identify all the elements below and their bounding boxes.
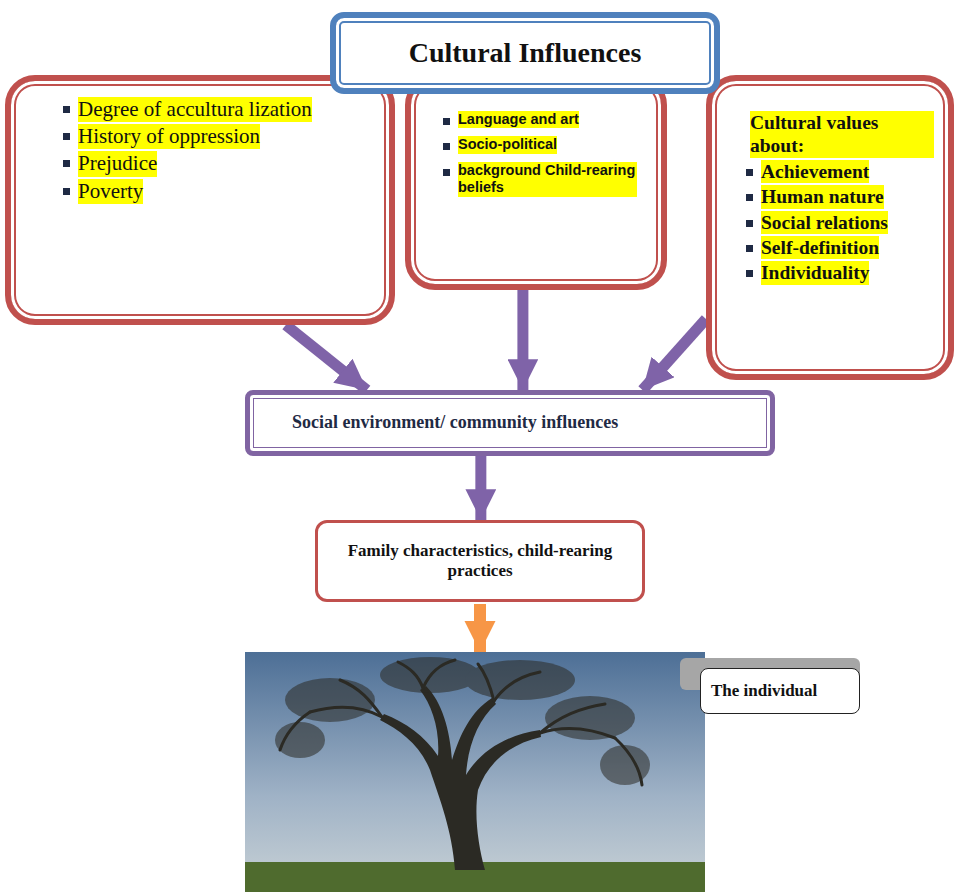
bullet-text: Achievement [761,160,869,183]
text-row: Cultural Influences [352,36,698,70]
text-row: The individual [711,681,849,701]
text-row: Cultural values about: [746,111,934,158]
bullet-text: History of oppression [78,124,260,149]
bullet-text: Individuality [761,261,869,284]
block-arrow [286,325,367,390]
text-row: Human nature [746,185,934,208]
factor-box: Degree of accultura lizationHistory of o… [5,75,395,325]
community-box: Social environment/ community influences [245,390,775,456]
tree-picture [245,652,705,892]
bullet-mark [63,133,70,140]
block-arrow [643,319,707,390]
bullet-text: Degree of accultura lization [78,97,312,122]
bullet-text: Prejudice [78,151,157,176]
bullet-mark [63,188,70,195]
text-row: Socio-political [443,136,637,153]
text-row: background Child-rearing beliefs [443,162,637,197]
text-row: Language and art [443,111,637,128]
block-arrow [475,456,486,520]
bullet-text: Language and art [458,111,579,128]
individual-label: The individual [700,668,860,714]
bullet-text: Self-definition [761,236,879,259]
factor-box: Language and artSocio-political backgroun… [405,75,667,290]
text-row: Degree of accultura lization [63,97,349,122]
bullet-text: Poverty [78,179,143,204]
text-row: Family characteristics, child-rearing pr… [342,541,618,582]
bullet-text: Social relations [761,211,888,234]
bullet-mark [63,106,70,113]
text-row: Self-definition [746,236,934,259]
text-row: Poverty [63,179,349,204]
bullet-text: Human nature [761,185,884,208]
text-row: Social environment/ community influences [292,412,750,434]
bullet-mark [746,169,753,176]
bullet-mark [746,270,753,277]
box-label: Family characteristics, child-rearing pr… [342,541,618,582]
text-row: Prejudice [63,151,349,176]
box-label: The individual [711,681,817,701]
text-row: Social relations [746,211,934,234]
text-row: Achievement [746,160,934,183]
bullet-mark [443,143,450,150]
family-box: Family characteristics, child-rearing pr… [315,520,645,602]
bullet-text: Socio-political [458,136,557,153]
bullet-text: background Child-rearing beliefs [458,162,637,197]
bullet-mark [746,245,753,252]
list-heading: Cultural values about: [750,111,934,158]
text-row: Individuality [746,261,934,284]
box-label: Cultural Influences [409,36,642,70]
bullet-mark [443,118,450,125]
orange-arrow [474,604,486,652]
heading-box: Cultural Influences [330,12,720,94]
bullet-mark [746,194,753,201]
box-label: Social environment/ community influences [292,412,618,434]
bullet-mark [746,220,753,227]
bullet-mark [63,160,70,167]
text-row: History of oppression [63,124,349,149]
bullet-mark [443,169,450,176]
values-box: Cultural values about:AchievementHuman n… [706,75,954,380]
block-arrow [517,290,528,390]
